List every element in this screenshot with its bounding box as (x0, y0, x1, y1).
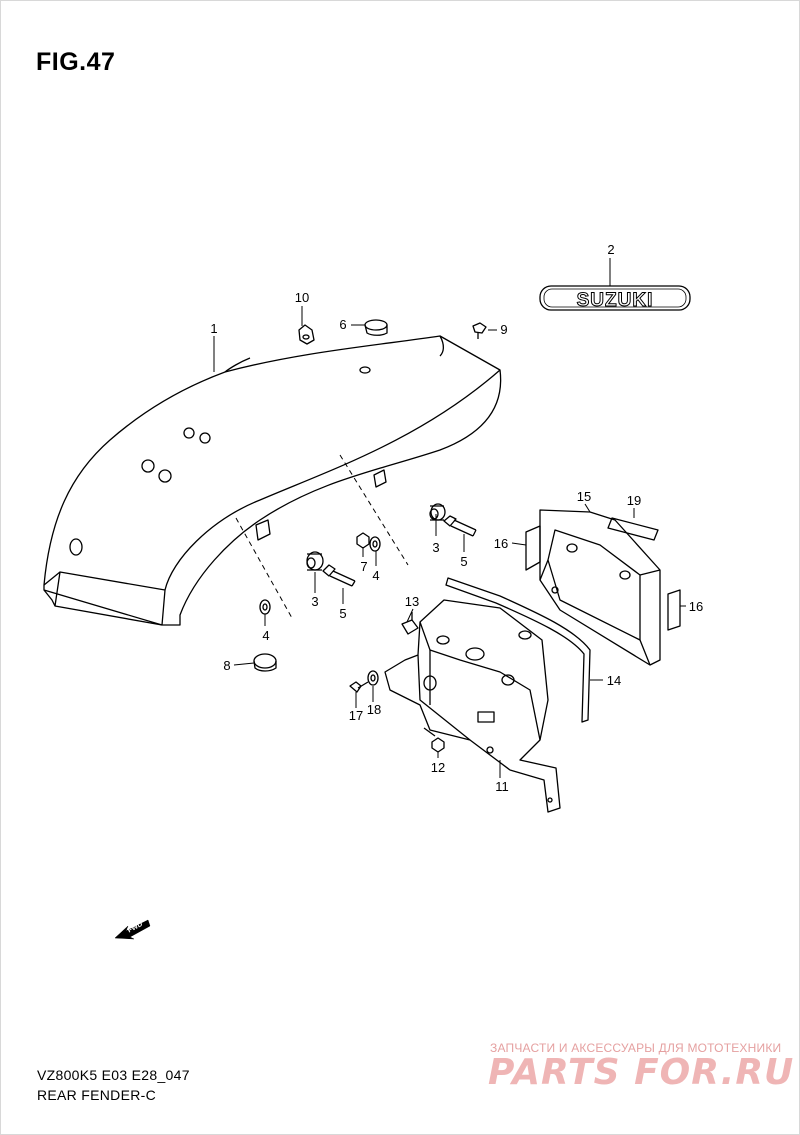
grommet-6 (364, 319, 388, 336)
rear-fender (43, 335, 502, 626)
screw-9 (472, 322, 487, 339)
callout-4b: 4 (262, 628, 269, 643)
watermark-tagline: ЗАПЧАСТИ И АКСЕССУАРЫ ДЛЯ МОТОТЕХНИКИ (490, 1041, 782, 1055)
callout-16a: 16 (494, 536, 508, 551)
figure-title: FIG.47 (36, 48, 116, 76)
mount-bracket-11 (384, 599, 561, 813)
fwd-arrow-icon (114, 919, 151, 940)
section-name: REAR FENDER-C (37, 1087, 157, 1103)
clip-13 (401, 612, 419, 635)
leader-lines (213, 258, 686, 778)
bolt-12 (423, 727, 445, 753)
callout-11: 11 (495, 779, 509, 794)
bolt-5a (443, 515, 477, 537)
washer-4b (259, 599, 271, 615)
callout-1: 1 (210, 321, 217, 336)
callout-4a: 4 (372, 568, 379, 583)
model-code: VZ800K5 E03 E28_047 (37, 1067, 190, 1083)
callout-13: 13 (405, 594, 419, 609)
washer-4a (369, 536, 381, 552)
callout-3a: 3 (432, 540, 439, 555)
callout-7: 7 (360, 559, 367, 574)
bolt-5b (322, 564, 356, 587)
callout-2: 2 (607, 242, 614, 257)
suzuki-emblem-text: SUZUKI (577, 290, 654, 311)
pad-16a (525, 525, 541, 571)
cap-8 (253, 653, 277, 672)
license-bracket-15 (539, 509, 661, 666)
suzuki-emblem (539, 285, 691, 311)
callout-17: 17 (349, 708, 363, 723)
callout-12: 12 (431, 760, 445, 775)
nut-7 (356, 532, 370, 549)
callout-5a: 5 (460, 554, 467, 569)
callout-18: 18 (367, 702, 381, 717)
callout-9: 9 (500, 322, 507, 337)
nut-10 (298, 324, 315, 345)
callout-14: 14 (607, 673, 621, 688)
washer-18 (367, 670, 379, 686)
watermark-logo: PARTS FOR.RU (488, 1052, 795, 1093)
callout-3b: 3 (311, 594, 318, 609)
callouts: 1 2 3 3 4 4 5 5 6 7 8 9 10 11 12 13 14 1… (210, 242, 703, 794)
callout-15: 15 (577, 489, 591, 504)
pad-16b (667, 589, 681, 631)
callout-6: 6 (339, 317, 346, 332)
callout-5b: 5 (339, 606, 346, 621)
spacer-3b (306, 551, 324, 571)
brace-14 (445, 577, 591, 723)
callout-16b: 16 (689, 599, 703, 614)
spacer-3a (429, 503, 446, 521)
callout-10: 10 (295, 290, 309, 305)
reflector-19 (607, 517, 659, 541)
screw-17 (349, 681, 369, 693)
callout-19: 19 (627, 493, 641, 508)
callout-8: 8 (223, 658, 230, 673)
